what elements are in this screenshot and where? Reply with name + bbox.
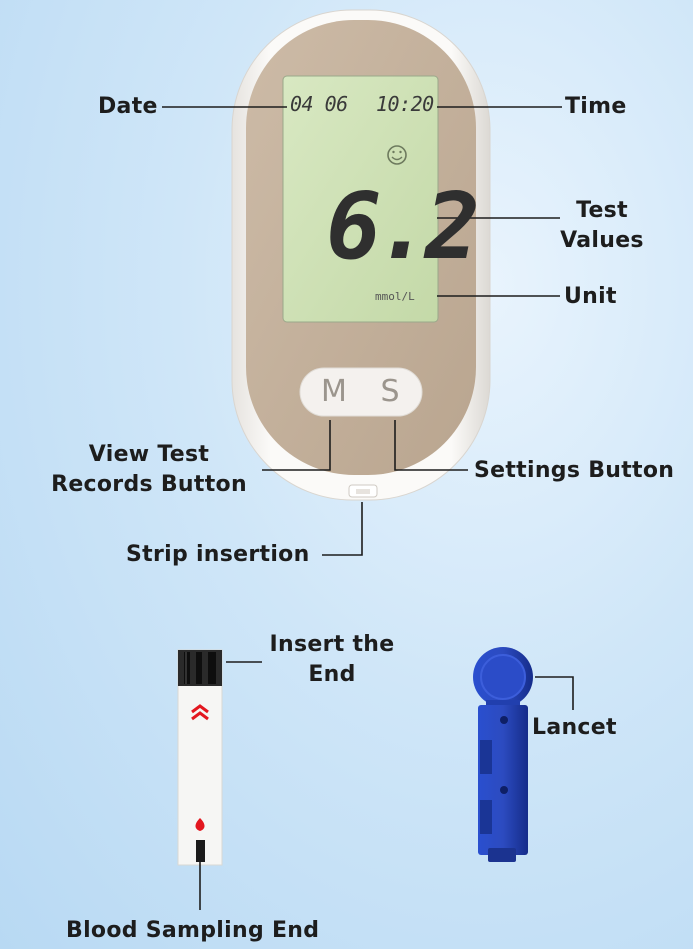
label-insert-end: Insert the End bbox=[269, 632, 395, 687]
lcd-date: 04 06 bbox=[290, 92, 348, 116]
lcd-time: 10:20 bbox=[376, 92, 434, 116]
label-view-records: View Test Records Button bbox=[51, 442, 247, 497]
lcd-unit: mmol/L bbox=[375, 290, 415, 303]
label-unit: Unit bbox=[564, 284, 617, 309]
leader-lines bbox=[162, 106, 574, 910]
label-time: Time bbox=[565, 94, 627, 119]
settings-button[interactable]: S bbox=[380, 374, 400, 409]
drop-icon bbox=[195, 818, 205, 831]
smiley-icon bbox=[387, 145, 407, 165]
button-pill bbox=[299, 367, 423, 417]
lcd-test-value: 6.2 bbox=[326, 173, 480, 280]
label-test-values: Test Values bbox=[560, 198, 644, 253]
label-settings-button: Settings Button bbox=[474, 458, 675, 483]
label-blood-sampling-end: Blood Sampling End bbox=[66, 918, 320, 943]
label-date: Date bbox=[98, 94, 158, 119]
label-strip-insertion: Strip insertion bbox=[126, 542, 310, 567]
lancet bbox=[473, 647, 533, 862]
lcd-screen bbox=[282, 75, 439, 323]
view-records-button[interactable]: M bbox=[321, 374, 347, 409]
chevron-up-icon bbox=[191, 704, 209, 721]
test-strip bbox=[177, 649, 223, 866]
label-lancet: Lancet bbox=[532, 715, 617, 740]
